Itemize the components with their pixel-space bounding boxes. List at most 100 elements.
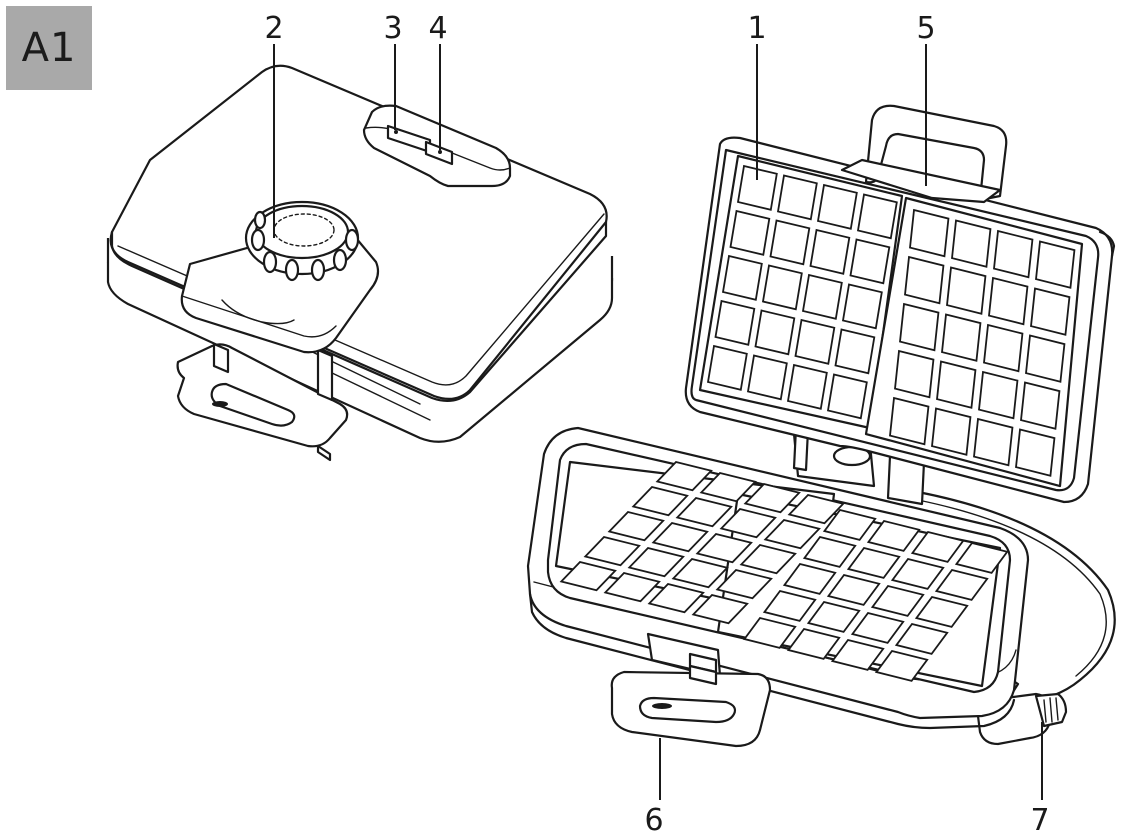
lower-right-cell — [846, 546, 901, 579]
lower-right-cell — [826, 573, 881, 606]
lower-handle — [610, 632, 772, 748]
upper-lid — [684, 104, 1116, 504]
upper-right-cell — [941, 313, 982, 362]
lower-left-cell — [719, 508, 777, 539]
upper-right-cell — [1020, 381, 1061, 430]
callout-5: 5 — [916, 11, 935, 46]
upper-right-cell — [978, 370, 1019, 420]
knob-grip-ridges — [250, 210, 360, 282]
upper-left-cell — [706, 344, 748, 391]
lower-left-cell — [763, 519, 821, 550]
callout-2: 2 — [264, 11, 283, 46]
lower-right-cell — [870, 584, 925, 617]
lower-right-cell — [822, 508, 877, 541]
upper-right-cell — [1015, 428, 1056, 477]
upper-right-cell — [904, 255, 945, 305]
upper-right-cell — [894, 349, 935, 399]
front-handle-with-thermostat — [176, 200, 380, 448]
figure-label: A1 — [21, 25, 77, 71]
lower-left-cell — [787, 494, 845, 525]
upper-left-cell — [776, 174, 818, 221]
lower-plate-cells — [559, 461, 1009, 682]
upper-right-cell — [993, 229, 1034, 279]
upper-right-cell — [973, 417, 1014, 467]
lower-left-cell — [647, 583, 705, 614]
upper-right-cell — [1035, 240, 1076, 289]
upper-right-cell — [909, 208, 950, 258]
upper-right-cell — [1025, 334, 1066, 383]
upper-left-cell — [761, 264, 803, 311]
lower-right-cell — [850, 611, 905, 644]
lower-right-cell — [802, 535, 857, 568]
lower-right-cell — [806, 600, 861, 633]
lower-left-cell — [607, 511, 665, 542]
open-waffle-maker — [526, 104, 1116, 748]
upper-left-cell — [746, 354, 788, 401]
lower-right-cell — [914, 595, 969, 628]
callout-6: 6 — [644, 803, 663, 837]
upper-left-cell — [816, 183, 858, 230]
power-cable — [916, 490, 1116, 698]
lower-right-cell — [894, 622, 949, 655]
lower-left-cell — [743, 483, 801, 514]
upper-left-cell — [729, 209, 771, 256]
lower-right-cell — [762, 589, 817, 622]
upper-right-cell — [983, 323, 1024, 373]
lower-right-cell — [866, 519, 921, 552]
upper-left-cell — [786, 363, 828, 410]
lower-right-cell — [874, 649, 929, 682]
upper-right-cell — [889, 396, 930, 446]
upper-left-cell — [714, 299, 756, 346]
lower-left-cell — [715, 569, 773, 600]
lower-right-cell — [782, 562, 837, 595]
upper-left-cell — [769, 219, 811, 266]
upper-right-cell — [946, 266, 987, 315]
upper-right-cell — [951, 219, 992, 268]
upper-right-cell — [899, 302, 940, 352]
upper-left-cell — [841, 283, 883, 330]
lower-left-cell — [739, 544, 797, 575]
upper-right-cell — [988, 276, 1029, 326]
upper-right-cell — [931, 407, 972, 456]
upper-left-cell — [754, 309, 796, 356]
lower-left-cell — [695, 533, 753, 564]
upper-left-cell — [849, 238, 891, 285]
upper-left-cell — [826, 373, 868, 420]
callout-7: 7 — [1030, 803, 1049, 837]
lower-right-cell — [786, 627, 841, 660]
upper-left-cell — [809, 228, 851, 275]
upper-left-cell — [721, 254, 763, 301]
lower-right-cell — [910, 530, 965, 563]
callout-3: 3 — [383, 11, 402, 46]
lower-right-cell — [954, 541, 1009, 574]
lower-left-cell — [671, 558, 729, 589]
lower-right-cell — [890, 557, 945, 590]
lower-left-cell — [559, 561, 617, 592]
upper-plate-cells — [706, 164, 1076, 477]
upper-left-cell — [801, 273, 843, 320]
lower-right-cell — [934, 568, 989, 601]
lower-left-cell — [583, 536, 641, 567]
lower-left-cell — [603, 572, 661, 603]
lower-left-cell — [631, 486, 689, 517]
callout-leaders — [273, 44, 1043, 800]
lower-left-cell — [651, 522, 709, 553]
upper-left-cell — [794, 318, 836, 365]
callout-4: 4 — [428, 11, 447, 46]
lower-left-cell — [699, 472, 757, 503]
upper-right-cell — [1030, 287, 1071, 336]
figure-label-badge: A1 — [6, 6, 92, 90]
indicator-lights-housing — [362, 104, 512, 188]
lower-left-cell — [655, 461, 713, 492]
lower-right-cell — [742, 616, 797, 649]
callout-numbers: 1 2 3 4 5 6 7 — [264, 11, 1049, 837]
upper-left-cell — [856, 193, 898, 240]
callout-1: 1 — [747, 11, 766, 46]
lower-left-cell — [627, 547, 685, 578]
upper-left-cell — [736, 164, 778, 211]
lower-left-cell — [691, 594, 749, 625]
lower-right-cell — [830, 638, 885, 671]
lower-left-cell — [675, 497, 733, 528]
